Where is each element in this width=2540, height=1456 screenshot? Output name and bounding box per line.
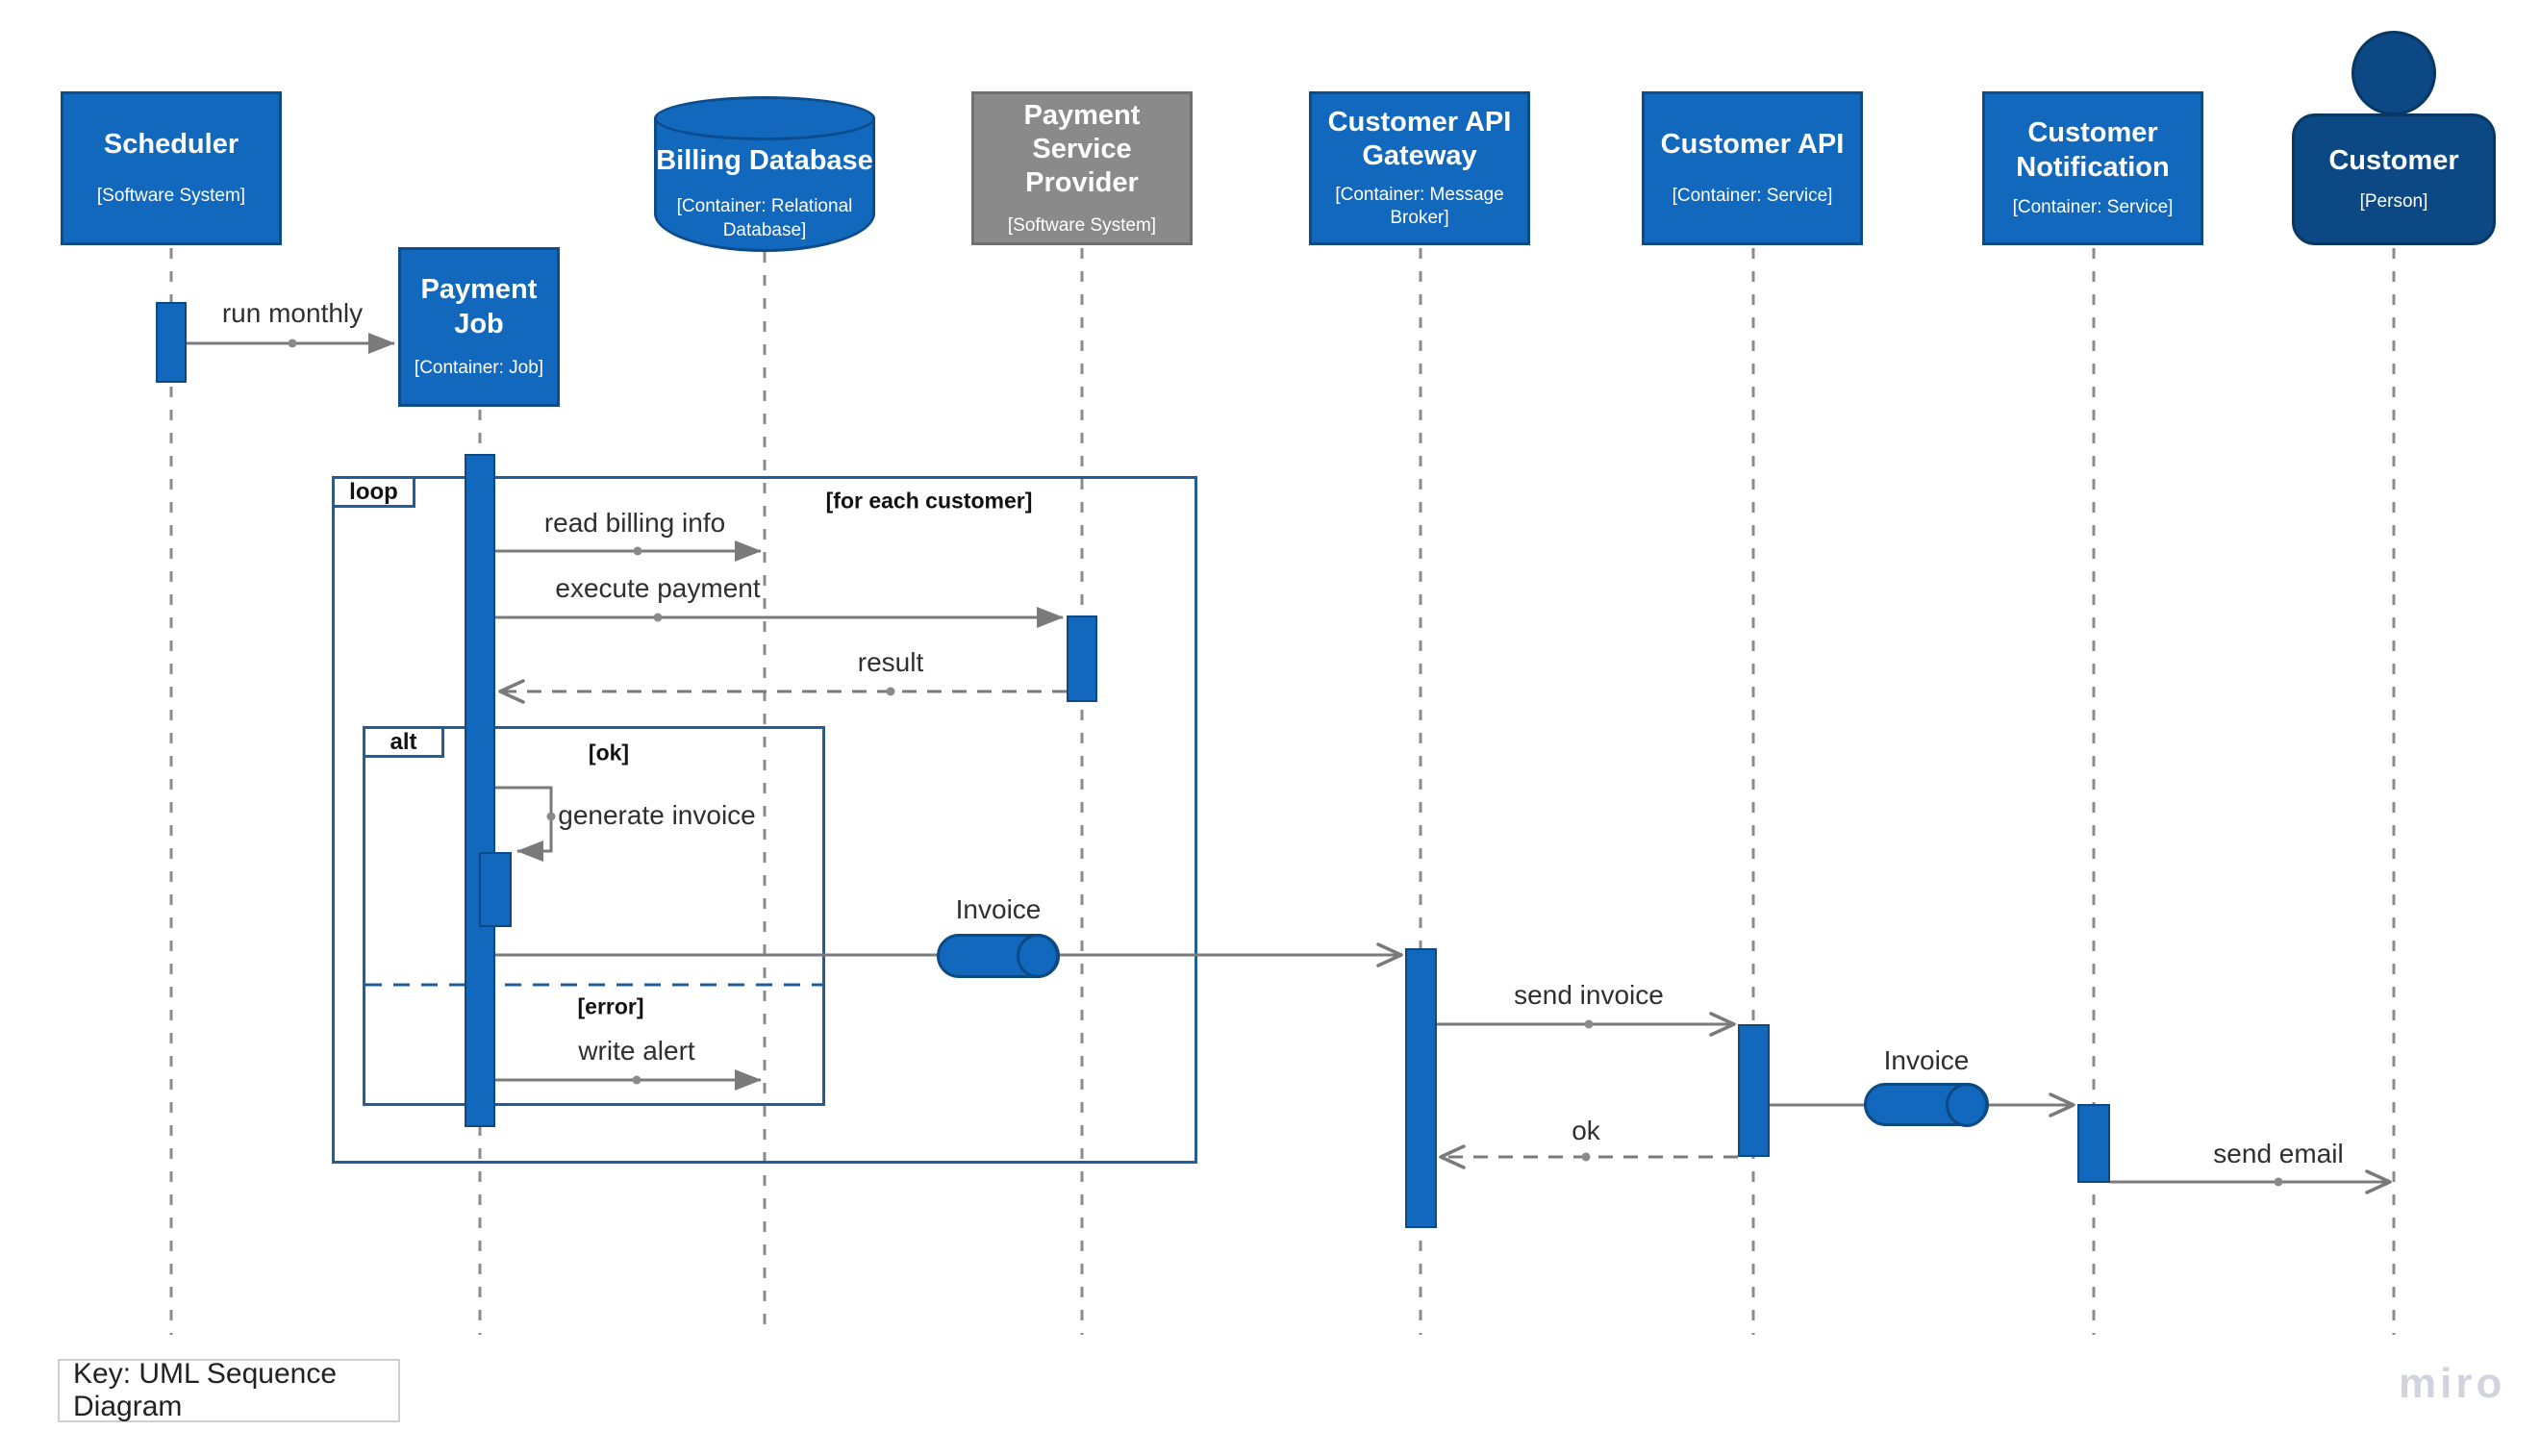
message-label-result[interactable]: result: [857, 647, 924, 677]
participant-name: Payment Service Provider: [1023, 99, 1141, 199]
message-label-send-invoice[interactable]: send invoice: [1514, 980, 1664, 1010]
participant-customer-api[interactable]: Customer API [Container: Service]: [1642, 91, 1863, 245]
activation-customer-notification[interactable]: [2077, 1104, 2110, 1183]
midpoint-dot: [2274, 1177, 2283, 1187]
loop-guard-label[interactable]: [for each customer]: [825, 488, 1033, 514]
message-label-invoice-2[interactable]: Invoice: [1883, 1045, 1970, 1075]
participant-scheduler[interactable]: Scheduler [Software System]: [61, 91, 282, 245]
activation-payment-job[interactable]: [465, 454, 495, 1127]
participant-customer-api-gateway[interactable]: Customer API Gateway [Container: Message…: [1309, 91, 1530, 245]
participant-name: Billing Database: [656, 145, 873, 176]
participant-name: Customer Notification: [2016, 117, 2170, 183]
alt-guard-ok-label[interactable]: [ok]: [588, 740, 630, 766]
midpoint-dot: [1584, 1019, 1594, 1029]
message-label-execute-payment[interactable]: execute payment: [555, 573, 761, 603]
message-label-write-alert[interactable]: write alert: [578, 1036, 695, 1066]
participant-subtitle: [Software System]: [96, 186, 246, 207]
participant-customer-notification[interactable]: Customer Notification [Container: Servic…: [1982, 91, 2203, 245]
diagram-key[interactable]: Key: UML Sequence Diagram: [58, 1358, 400, 1422]
loop-fragment-label[interactable]: loop: [332, 476, 415, 508]
activation-customer-api-gateway[interactable]: [1405, 948, 1437, 1228]
activation-customer-api[interactable]: [1738, 1024, 1770, 1157]
message-label-generate-invoice[interactable]: generate invoice: [558, 800, 756, 830]
activation-payment-job-nested[interactable]: [479, 852, 512, 927]
midpoint-dot: [288, 339, 297, 348]
participant-payment-service-provider[interactable]: Payment Service Provider [Software Syste…: [971, 91, 1193, 245]
participant-subtitle: [Container: Service]: [1672, 186, 1833, 207]
participant-subtitle: [Software System]: [1007, 214, 1157, 236]
alt-fragment[interactable]: [363, 726, 825, 1106]
participant-name: Scheduler: [103, 128, 239, 160]
alt-fragment-label[interactable]: alt: [363, 726, 444, 758]
invoice-data-pill-1[interactable]: [937, 934, 1060, 978]
activation-payment-service-provider[interactable]: [1067, 615, 1097, 702]
participant-subtitle: [Container: Job]: [414, 358, 544, 379]
alt-fragment-label-text: alt: [390, 728, 417, 755]
message-label-send-email[interactable]: send email: [2213, 1139, 2344, 1168]
participant-subtitle: [Person]: [2359, 190, 2428, 212]
miro-watermark: miro: [2399, 1360, 2506, 1407]
activation-scheduler[interactable]: [156, 302, 187, 383]
database-text: Billing Database [Container: Relational …: [654, 144, 875, 243]
invoice-data-pill-2[interactable]: [1864, 1083, 1989, 1127]
diagram-key-label: Key: UML Sequence Diagram: [73, 1358, 338, 1422]
participant-name: Payment Job: [420, 274, 538, 339]
invoice-data-pill-1-cap: [1017, 934, 1059, 978]
person-body: Customer [Person]: [2292, 113, 2496, 245]
message-label-run-monthly[interactable]: run monthly: [221, 298, 364, 328]
participant-name: Customer API: [1660, 128, 1845, 160]
midpoint-dot: [1581, 1152, 1591, 1162]
invoice-data-pill-2-cap: [1946, 1083, 1988, 1127]
database-cylinder-top: [654, 96, 875, 140]
message-label-read-billing-info[interactable]: read billing info: [543, 508, 726, 538]
message-label-ok[interactable]: ok: [1572, 1116, 1600, 1145]
participant-subtitle: [Container: Relational Database]: [676, 196, 853, 241]
participant-name: Customer API Gateway: [1327, 106, 1512, 172]
alt-guard-error-label[interactable]: [error]: [577, 993, 644, 1019]
participant-subtitle: [Container: Service]: [2012, 197, 2174, 218]
person-head-icon: [2351, 31, 2436, 115]
loop-fragment-label-text: loop: [349, 478, 398, 505]
loop-fragment[interactable]: [332, 476, 1197, 1164]
participant-subtitle: [Container: Message Broker]: [1335, 184, 1504, 229]
message-label-invoice-1[interactable]: Invoice: [955, 894, 1042, 924]
participant-name: Customer: [2328, 145, 2459, 177]
participant-payment-job[interactable]: Payment Job [Container: Job]: [398, 247, 560, 407]
